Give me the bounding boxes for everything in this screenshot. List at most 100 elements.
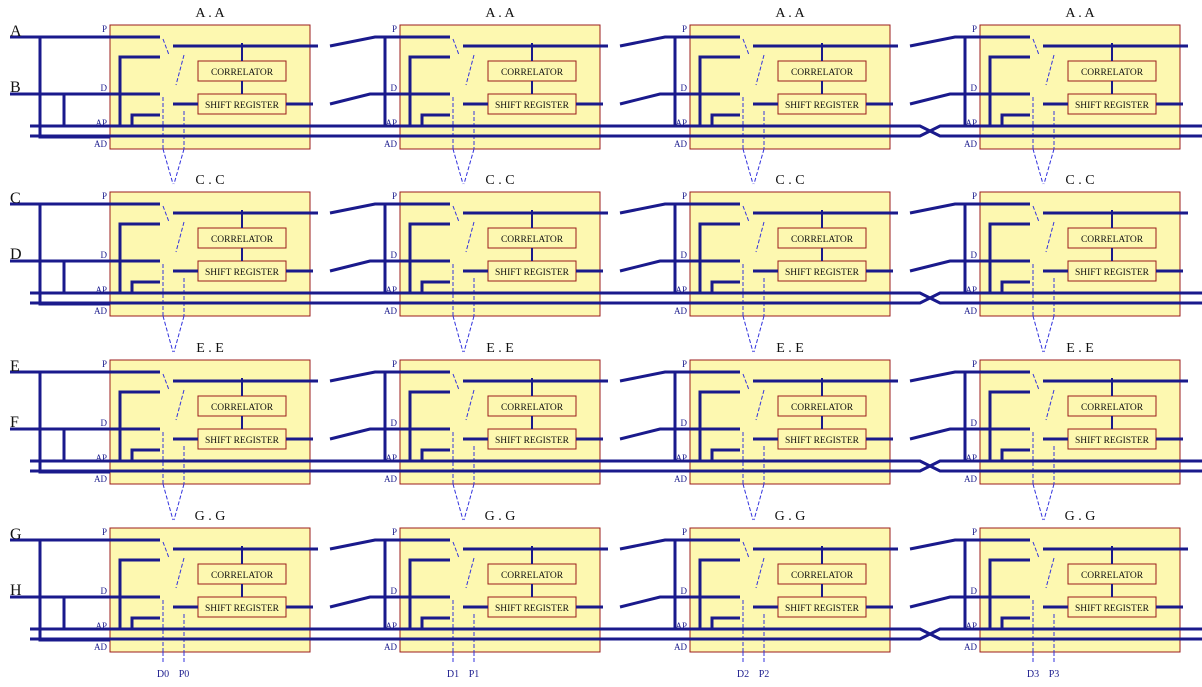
inter-cell-p-link [329, 538, 400, 551]
inter-row-control-line [162, 483, 174, 521]
port-label-p: P [972, 191, 977, 201]
inter-row-control-line [173, 315, 185, 353]
inter-cell-p-link [619, 202, 690, 215]
inter-row-control-line [162, 315, 174, 353]
internal-tap-wire [698, 55, 740, 126]
shift-register-label: SHIFT REGISTER [785, 101, 860, 111]
internal-tap-wire [130, 280, 160, 293]
inter-row-control-line [1043, 483, 1055, 521]
processing-cell [689, 24, 891, 150]
cell-title: G . G [1065, 509, 1096, 524]
control-line-segment [755, 557, 765, 589]
internal-tap-wire [130, 448, 160, 461]
processing-cell [689, 527, 891, 653]
port-label-p: P [682, 527, 687, 537]
port-label-ad: AD [964, 306, 977, 316]
inter-row-control-line [742, 148, 754, 185]
port-label-p: P [392, 359, 397, 369]
correlator-label: CORRELATOR [1081, 235, 1144, 245]
row-input-label: B [10, 79, 21, 96]
inter-cell-d-link [619, 92, 690, 106]
inter-cell-d-link [619, 259, 690, 273]
port-label-ad: AD [674, 306, 687, 316]
control-line-segment [1045, 389, 1055, 421]
inter-row-control-line [162, 148, 174, 185]
inter-cell-d-link [619, 427, 690, 441]
internal-tap-wire [698, 558, 740, 629]
shift-register-label: SHIFT REGISTER [1075, 101, 1150, 111]
control-line-segment [465, 389, 475, 421]
inter-cell-p-link [619, 538, 690, 551]
port-label-ap: AP [675, 118, 687, 128]
control-line-segment [742, 373, 750, 391]
internal-tap-wire [1000, 616, 1030, 629]
port-label-d: D [971, 586, 978, 596]
cell-title: A . A [485, 6, 515, 21]
control-line-segment [1045, 221, 1055, 253]
control-line-segment [162, 373, 170, 391]
correlator-label: CORRELATOR [211, 68, 274, 78]
port-label-p: P [102, 527, 107, 537]
internal-tap-wire [408, 558, 450, 629]
internal-tap-wire [1000, 448, 1030, 461]
inter-cell-p-link [909, 35, 980, 48]
port-label-ad: AD [94, 306, 107, 316]
control-line-segment [755, 54, 765, 86]
port-label-ap: AP [965, 621, 977, 631]
port-label-d: D [391, 418, 398, 428]
row-input-label: A [10, 23, 22, 40]
shift-register-label: SHIFT REGISTER [205, 436, 280, 446]
port-label-ap: AP [385, 621, 397, 631]
internal-tap-wire [1000, 113, 1030, 126]
internal-tap-wire [988, 222, 1030, 293]
internal-tap-wire [1000, 280, 1030, 293]
inter-row-control-line [463, 148, 475, 185]
cell-title: C . C [485, 173, 514, 188]
control-line-label-d: D0 [157, 669, 169, 680]
internal-tap-wire [408, 390, 450, 461]
processing-cell [399, 191, 601, 317]
port-label-ap: AP [385, 118, 397, 128]
control-line-segment [465, 54, 475, 86]
port-label-ad: AD [674, 139, 687, 149]
port-label-ad: AD [94, 642, 107, 652]
inter-row-control-line [753, 315, 765, 353]
control-line-segment [162, 541, 170, 559]
inter-cell-p-link [619, 370, 690, 383]
shift-register-label: SHIFT REGISTER [205, 604, 280, 614]
inter-row-control-line [1032, 315, 1044, 353]
port-label-d: D [681, 250, 688, 260]
inter-row-control-line [173, 148, 185, 185]
shift-register-label: SHIFT REGISTER [1075, 268, 1150, 278]
internal-tap-wire [988, 390, 1030, 461]
row-input-label: E [10, 358, 20, 375]
internal-tap-wire [710, 616, 740, 629]
correlator-label: CORRELATOR [791, 571, 854, 581]
shift-register-label: SHIFT REGISTER [1075, 436, 1150, 446]
port-label-p: P [682, 191, 687, 201]
inter-cell-d-link [329, 259, 400, 273]
internal-tap-wire [710, 113, 740, 126]
control-line-label-d: D3 [1027, 669, 1039, 680]
shift-register-label: SHIFT REGISTER [205, 268, 280, 278]
port-label-ad: AD [384, 139, 397, 149]
port-label-ap: AP [95, 453, 107, 463]
inter-cell-d-link [619, 595, 690, 609]
control-line-segment [452, 373, 460, 391]
inter-cell-d-link [329, 427, 400, 441]
correlator-label: CORRELATOR [211, 571, 274, 581]
control-line-segment [175, 54, 185, 86]
port-label-p: P [972, 527, 977, 537]
row-input-label: G [10, 526, 22, 543]
control-line-label-p: P0 [179, 669, 190, 680]
control-line-segment [162, 38, 170, 56]
control-line-label-d: D2 [737, 669, 749, 680]
port-label-ad: AD [674, 642, 687, 652]
control-line-segment [175, 389, 185, 421]
port-label-ap: AP [965, 285, 977, 295]
shift-register-label: SHIFT REGISTER [785, 604, 860, 614]
cell-title: E . E [1066, 341, 1094, 356]
inter-row-control-line [463, 315, 475, 353]
